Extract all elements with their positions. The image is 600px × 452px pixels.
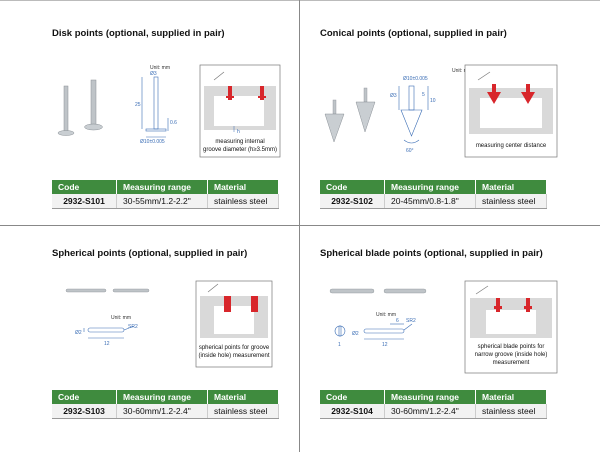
spherical-points-title: Spherical points (optional, supplied in … xyxy=(52,248,248,259)
conical-spec-header-row: Code Measuring range Material xyxy=(320,180,547,194)
conical-code-cell: 2932-S102 xyxy=(320,194,385,209)
blade-points-illustration: Unit: mm Ø2 6 12 SR2 1 spherical blade p… xyxy=(329,280,558,374)
conical-header-material: Material xyxy=(475,180,547,194)
blade-header-material: Material xyxy=(475,390,547,404)
spherical-header-code: Code xyxy=(52,390,117,404)
blade-point-rod-1 xyxy=(329,288,375,294)
disk-caption-line-2: groove diameter (h≥3.5mm) xyxy=(203,147,277,153)
conical-point-drawing xyxy=(398,85,429,144)
blade-application-box xyxy=(464,280,558,374)
blade-header-range: Measuring range xyxy=(384,390,476,404)
blade-material-cell: stainless steel xyxy=(475,404,547,419)
spherical-caption-line-2: (inside hole) measurement xyxy=(198,353,269,359)
spherical-unit-label: Unit: mm xyxy=(111,315,131,321)
blade-dim-d2: Ø2 xyxy=(352,331,359,337)
blade-spec-header-row: Code Measuring range Material xyxy=(320,390,547,404)
disk-spec-header-row: Code Measuring range Material xyxy=(52,180,279,194)
blade-point-drawing xyxy=(334,323,413,340)
spherical-material-cell: stainless steel xyxy=(207,404,279,419)
conical-application-box xyxy=(464,64,558,158)
conical-points-title: Conical points (optional, supplied in pa… xyxy=(320,28,507,39)
conical-dim-angle: 60° xyxy=(406,148,414,154)
blade-dim-sr: SR2 xyxy=(406,318,416,324)
disk-header-material: Material xyxy=(207,180,279,194)
disk-dim-d10: Ø10±0.005 xyxy=(140,139,165,145)
conical-points-section: Conical points (optional, supplied in pa… xyxy=(300,0,600,226)
table-row: 2932-S103 30-60mm/1.2-2.4" stainless ste… xyxy=(52,404,279,419)
spherical-point-rod-2 xyxy=(112,288,150,293)
conical-header-code: Code xyxy=(320,180,385,194)
top-rule xyxy=(0,0,600,1)
blade-caption-line-2: narrow groove (inside hole) xyxy=(475,352,548,358)
conical-dim-l10: 10 xyxy=(430,98,436,104)
conical-range-cell: 20-45mm/0.8-1.8" xyxy=(384,194,476,209)
disk-range-cell: 30-55mm/1.2-2.2" xyxy=(116,194,208,209)
spherical-header-range: Measuring range xyxy=(116,390,208,404)
disk-spec-table: Code Measuring range Material 2932-S101 … xyxy=(52,180,279,209)
spherical-point-drawing xyxy=(83,325,135,339)
disk-application-box xyxy=(199,64,281,158)
conical-dim-d10: Ø10±0.005 xyxy=(403,76,428,82)
disk-unit-label: Unit: mm xyxy=(150,65,170,71)
conical-points-illustration: Unit: mm Ø10±0.005 Ø3 5 10 60° measuring… xyxy=(324,64,558,158)
spherical-dim-l12: 12 xyxy=(104,341,110,347)
disk-code-cell: 2932-S101 xyxy=(52,194,117,209)
blade-dim-t1: 1 xyxy=(338,342,341,348)
spherical-range-cell: 30-60mm/1.2-2.4" xyxy=(116,404,208,419)
disk-point-rod-1 xyxy=(57,85,75,136)
disk-header-code: Code xyxy=(52,180,117,194)
conical-spec-table: Code Measuring range Material 2932-S102 … xyxy=(320,180,547,209)
blade-points-title: Spherical blade points (optional, suppli… xyxy=(320,248,543,259)
conical-point-photo-2 xyxy=(355,87,376,133)
blade-points-section: Spherical blade points (optional, suppli… xyxy=(300,226,600,452)
disk-header-range: Measuring range xyxy=(116,180,208,194)
table-row: 2932-S104 30-60mm/1.2-2.4" stainless ste… xyxy=(320,404,547,419)
conical-material-cell: stainless steel xyxy=(475,194,547,209)
spherical-dim-sr: SR2 xyxy=(128,324,138,330)
blade-header-code: Code xyxy=(320,390,385,404)
blade-code-cell: 2932-S104 xyxy=(320,404,385,419)
spherical-application-box xyxy=(195,280,273,368)
blade-spec-table: Code Measuring range Material 2932-S104 … xyxy=(320,390,547,419)
disk-dim-d6: 0.6 xyxy=(170,120,177,126)
spherical-header-material: Material xyxy=(207,390,279,404)
conical-caption: measuring center distance xyxy=(476,143,547,149)
blade-unit-label: Unit: mm xyxy=(376,312,396,318)
disk-caption-line-1: measuring internal xyxy=(215,139,264,145)
disk-points-illustration: Unit: mm Ø3 25 0.6 Ø10±0.005 h measuring… xyxy=(57,64,281,158)
disk-dim-d3: Ø3 xyxy=(150,71,157,77)
disk-points-section: Disk points (optional, supplied in pair)… xyxy=(0,0,300,226)
conical-header-range: Measuring range xyxy=(384,180,476,194)
spherical-spec-table: Code Measuring range Material 2932-S103 … xyxy=(52,390,279,419)
conical-dim-d3: Ø3 xyxy=(390,93,397,99)
table-row: 2932-S101 30-55mm/1.2-2.2" stainless ste… xyxy=(52,194,279,209)
disk-dim-h: h xyxy=(237,129,240,135)
spherical-code-cell: 2932-S103 xyxy=(52,404,117,419)
blade-caption-line-3: measurement xyxy=(493,360,530,366)
spherical-point-rod-1 xyxy=(65,288,107,293)
spherical-caption-line-1: spherical points for groove xyxy=(199,345,270,351)
disk-dim-l25: 25 xyxy=(135,102,141,108)
disk-point-drawing xyxy=(141,76,169,138)
table-row: 2932-S102 20-45mm/0.8-1.8" stainless ste… xyxy=(320,194,547,209)
conical-dim-l5: 5 xyxy=(422,92,425,98)
blade-dim-l12: 12 xyxy=(382,342,388,348)
blade-point-rod-2 xyxy=(383,288,427,294)
spherical-dim-d2: Ø2 xyxy=(75,330,82,336)
spherical-points-section: Spherical points (optional, supplied in … xyxy=(0,226,300,452)
spherical-points-illustration: Unit: mm Ø2 12 SR2 spherical points for … xyxy=(65,280,273,368)
disk-points-title: Disk points (optional, supplied in pair) xyxy=(52,28,225,39)
conical-unit-label: Unit: mm xyxy=(452,68,472,74)
blade-range-cell: 30-60mm/1.2-2.4" xyxy=(384,404,476,419)
disk-point-rod-2 xyxy=(84,79,103,131)
conical-point-photo-1 xyxy=(324,99,345,143)
blade-dim-l6: 6 xyxy=(396,318,399,324)
blade-caption-line-1: spherical blade points for xyxy=(478,344,545,350)
disk-material-cell: stainless steel xyxy=(207,194,279,209)
spherical-spec-header-row: Code Measuring range Material xyxy=(52,390,279,404)
